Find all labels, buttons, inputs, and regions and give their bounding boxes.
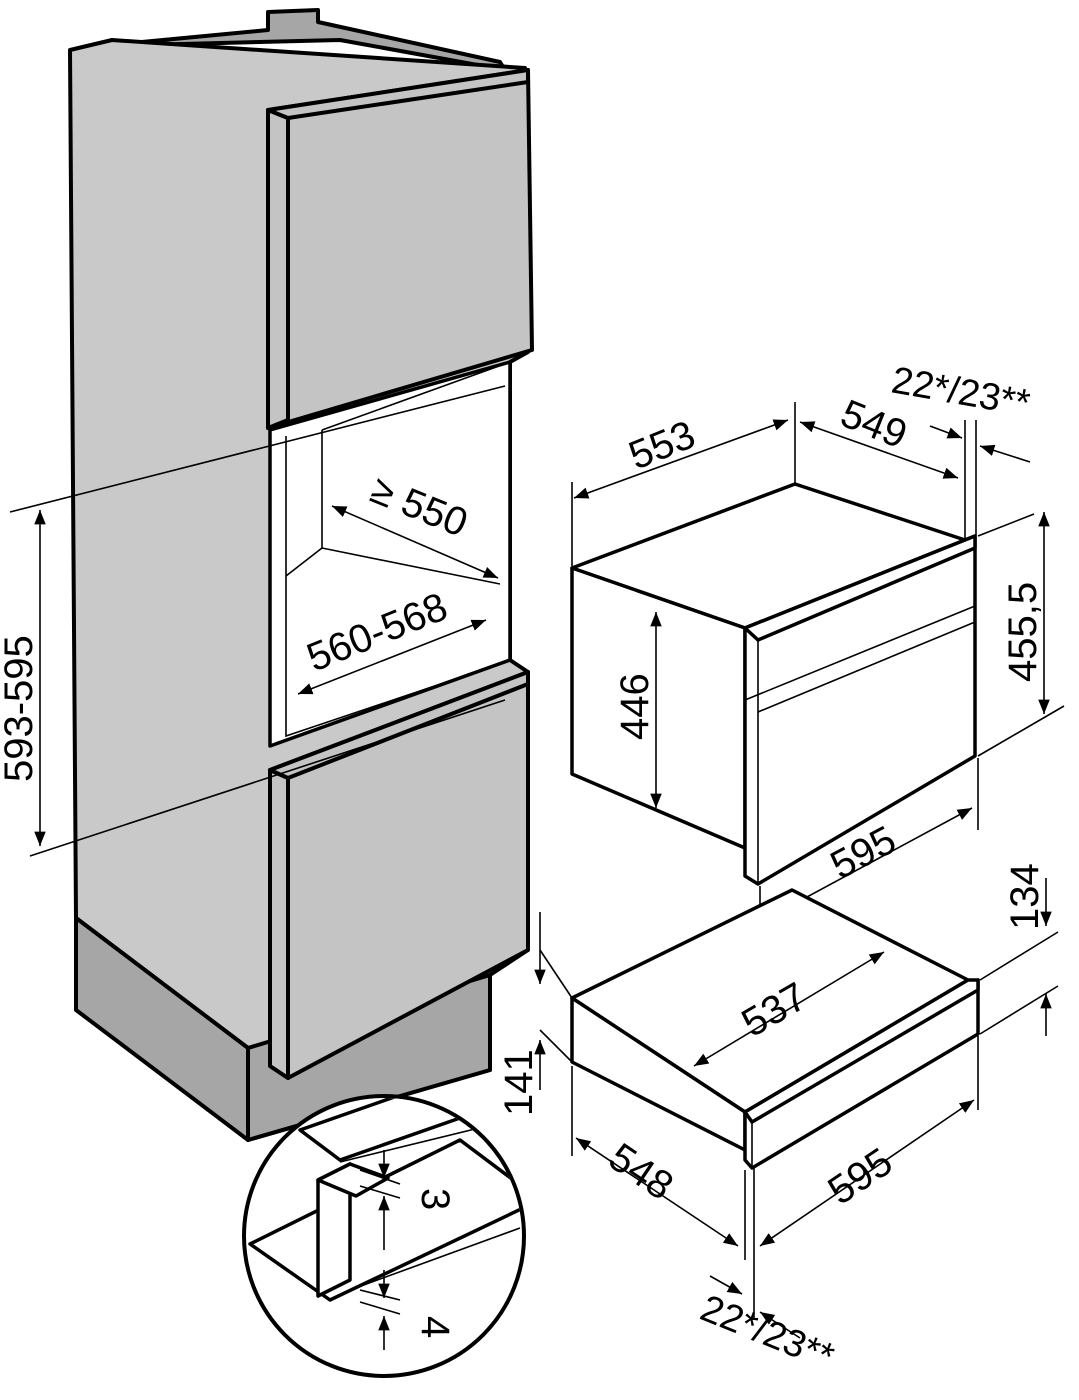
- label-drawer-height-front: 134: [1003, 863, 1047, 930]
- appliance: [570, 482, 977, 886]
- label-gap-bottom: 4: [413, 1316, 457, 1338]
- label-niche-height: 593-595: [0, 635, 41, 782]
- tall-cabinet: [9, 8, 534, 1142]
- label-front-thickness-bottom: 22*/23**: [695, 1287, 840, 1378]
- detail-callout: 3 4: [242, 1094, 526, 1378]
- label-gap-top: 3: [413, 1188, 457, 1210]
- label-drawer-width: 595: [820, 1140, 900, 1214]
- label-appliance-height-outer: 455,5: [1001, 582, 1045, 682]
- label-drawer-height-body: 141: [497, 1049, 541, 1116]
- label-appliance-depth: 553: [623, 413, 701, 479]
- label-appliance-height-inner: 446: [613, 673, 657, 740]
- label-drawer-depth: 548: [601, 1135, 681, 1209]
